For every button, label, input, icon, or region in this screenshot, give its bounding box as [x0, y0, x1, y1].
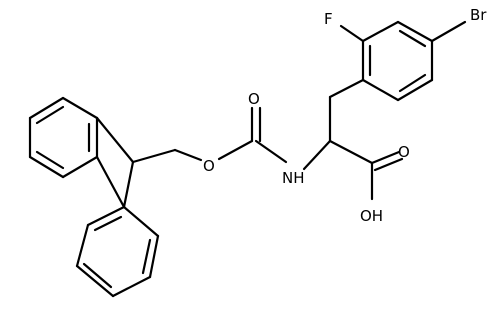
bond — [328, 78, 365, 99]
bond — [111, 275, 152, 298]
bond — [61, 96, 99, 120]
bond — [361, 78, 400, 102]
bond — [75, 223, 90, 268]
bond — [373, 157, 404, 172]
double-bond-inner — [35, 150, 65, 170]
bond — [396, 78, 434, 102]
double-bond-inner — [82, 262, 113, 289]
bond — [254, 139, 288, 164]
atom-label-amine: NH — [282, 169, 305, 187]
bond — [148, 234, 160, 279]
atom-label-bromine: Br — [470, 6, 487, 24]
double-bond-inner — [35, 105, 65, 125]
bond — [173, 148, 203, 162]
bond — [430, 20, 467, 43]
bond — [339, 24, 365, 43]
bond — [95, 116, 135, 164]
bond — [28, 96, 65, 120]
atom-label-acid-carbonyl-oxygen: O — [398, 143, 410, 161]
bond — [370, 150, 401, 165]
double-bond-inner — [398, 29, 427, 48]
bond — [61, 155, 99, 179]
bond — [217, 139, 254, 161]
bond — [302, 139, 332, 171]
atom-label-ester-oxygen: O — [203, 157, 215, 175]
bond — [122, 205, 160, 238]
bond — [361, 20, 400, 43]
bond — [328, 139, 374, 165]
atom-label-hydroxyl: OH — [360, 207, 383, 225]
bond — [122, 160, 135, 209]
bond — [86, 205, 126, 227]
bond — [131, 148, 177, 164]
bond — [95, 155, 126, 209]
atom-label-fluorine: F — [324, 10, 333, 28]
bond — [75, 264, 115, 298]
double-bond-inner — [398, 73, 427, 93]
double-bond-inner — [93, 215, 123, 232]
bond — [396, 20, 434, 43]
bond — [28, 155, 65, 179]
atom-label-carbonyl-oxygen: O — [248, 90, 260, 108]
double-bond-inner — [141, 238, 152, 275]
